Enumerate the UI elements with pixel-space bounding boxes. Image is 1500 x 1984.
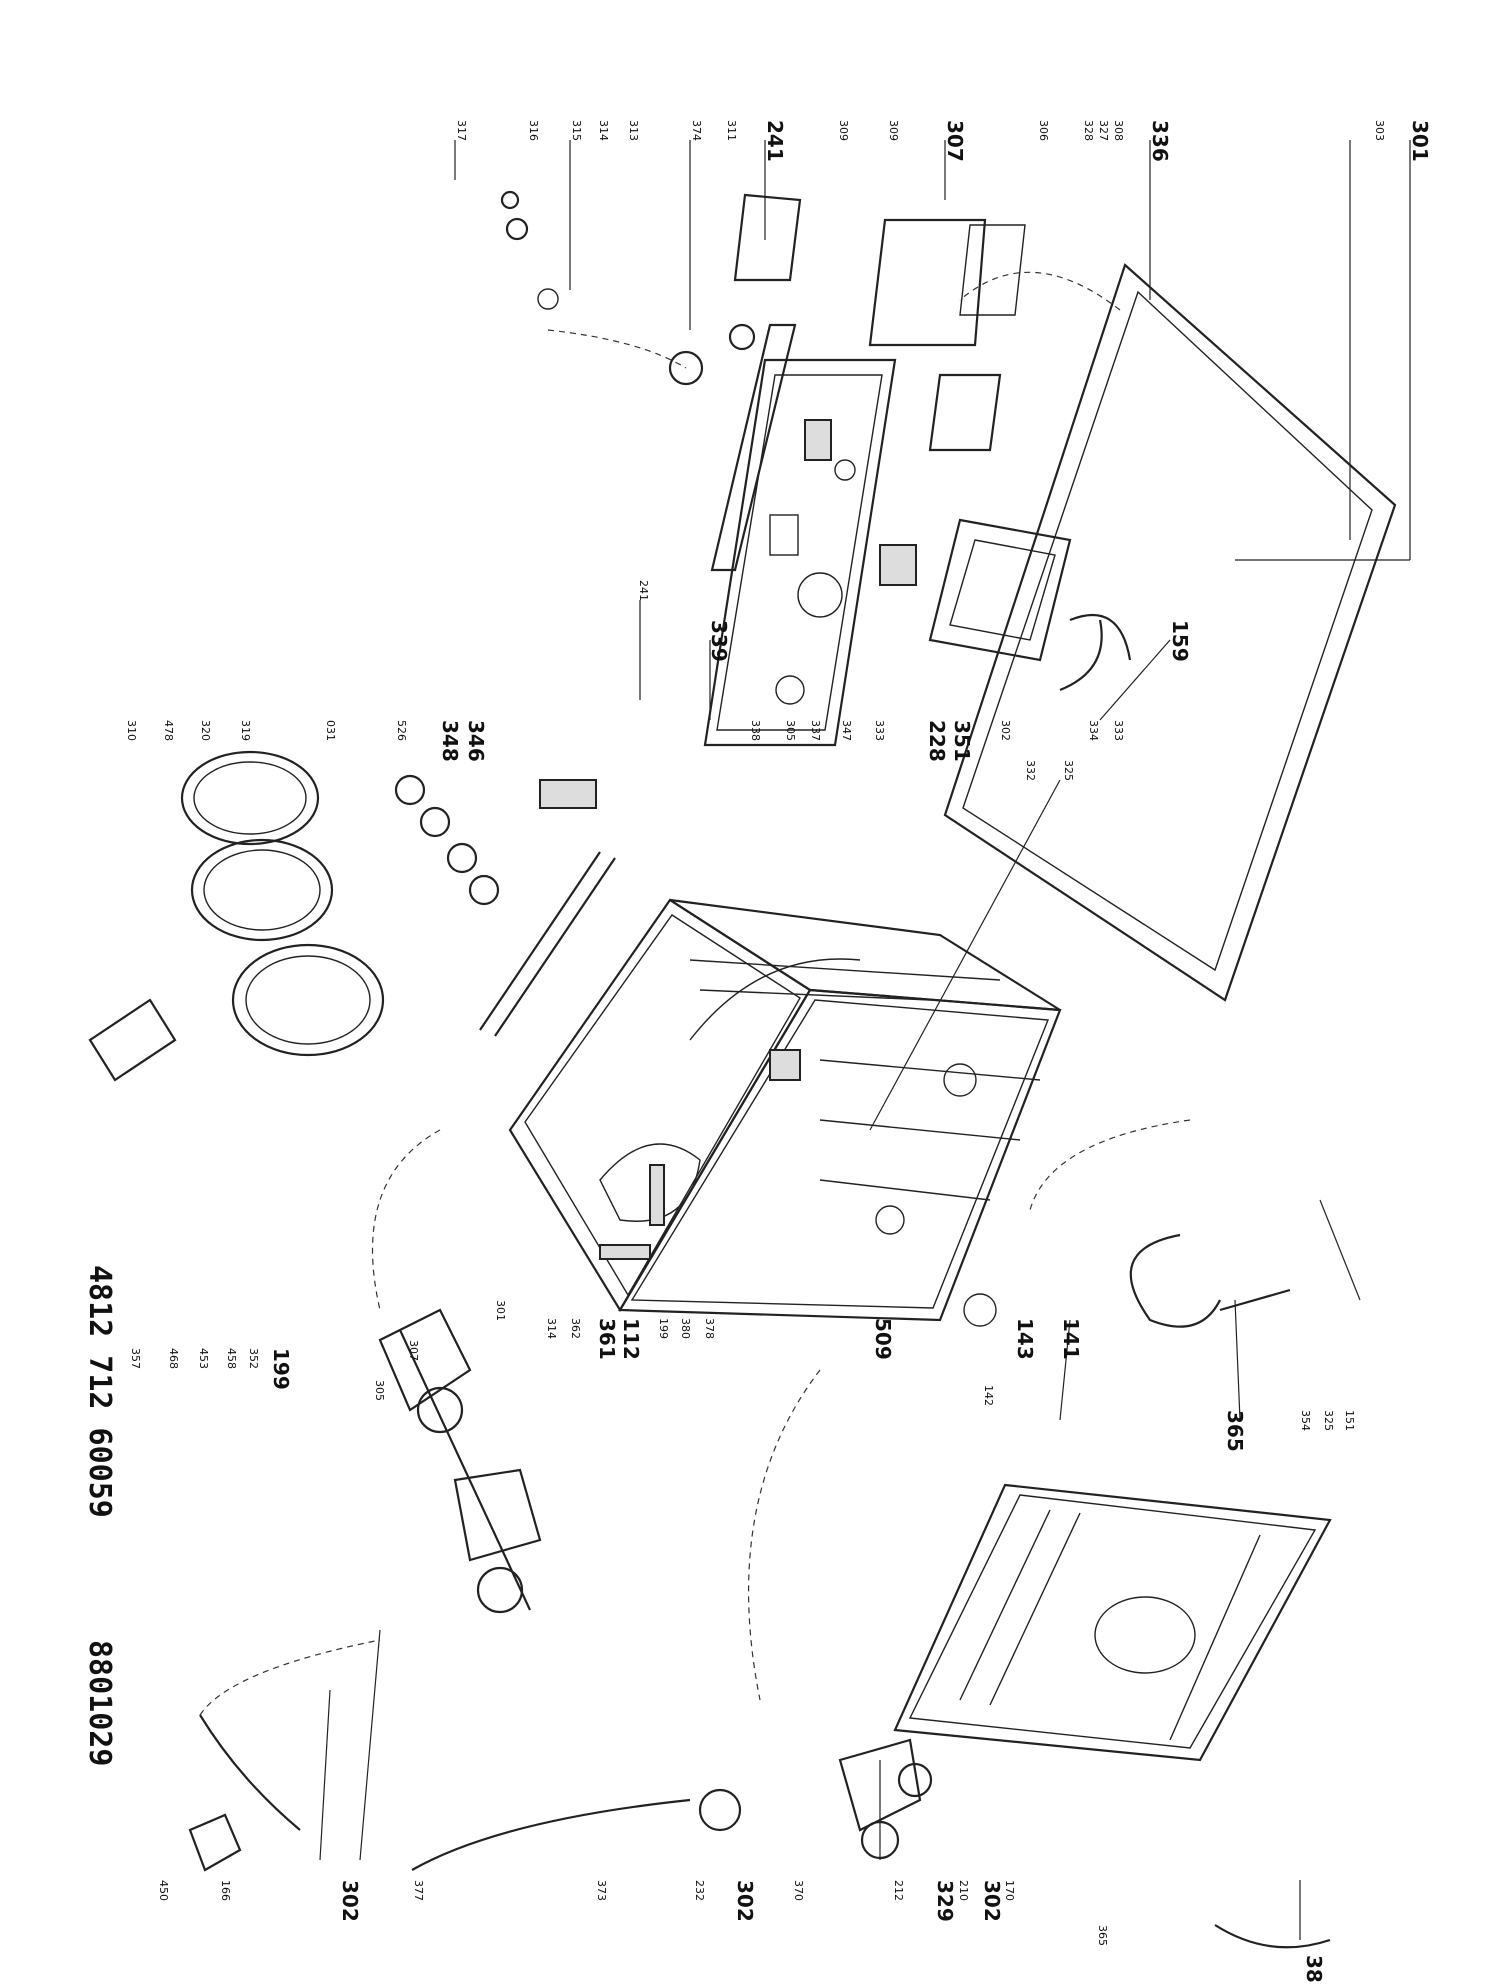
callout-label: 337 — [809, 720, 822, 741]
callout-label: 388 — [1302, 1955, 1326, 1984]
callout-label: 346 — [464, 720, 488, 762]
callout-label: 526 — [395, 720, 408, 741]
document-identifiers: 4812 712 60059 8801029 — [82, 1265, 117, 1766]
callout-label: 199 — [657, 1318, 670, 1339]
callout-label: 314 — [597, 120, 610, 141]
callout-label: 333 — [1112, 720, 1125, 741]
callout-label: 468 — [167, 1348, 180, 1369]
callout-label: 328 — [1082, 120, 1095, 141]
callout-label: 325 — [1322, 1410, 1335, 1431]
callout-labels: 301 303 336 308 327 328 306 307 309 309 … — [125, 120, 1432, 1984]
control-panel — [703, 323, 897, 747]
callout-label: 166 — [219, 1880, 232, 1901]
hinge-parts — [394, 774, 616, 1037]
callout-label: 453 — [197, 1348, 210, 1369]
callout-label: 339 — [707, 620, 731, 662]
callout-label: 361 — [595, 1318, 619, 1360]
callout-label: 348 — [438, 720, 462, 762]
callout-label: 308 — [1112, 120, 1125, 141]
callout-label: 325 — [1062, 760, 1075, 781]
callout-label: 316 — [527, 120, 540, 141]
callout-label: 310 — [125, 720, 138, 741]
cabinet-frame — [508, 898, 1062, 1327]
callout-label: 334 — [1087, 720, 1100, 741]
callout-label: 311 — [725, 120, 738, 141]
callout-label: 336 — [1148, 120, 1172, 162]
callout-label: 112 — [619, 1318, 643, 1360]
callout-label: 347 — [840, 720, 853, 741]
callout-label: 159 — [1168, 620, 1192, 662]
callout-label: 143 — [1013, 1318, 1037, 1360]
callout-label: 450 — [157, 1880, 170, 1901]
motor-pump — [188, 1308, 933, 1872]
callout-label: 228 — [925, 720, 949, 762]
callout-label: 378 — [703, 1318, 716, 1339]
callout-label: 357 — [129, 1348, 142, 1369]
callout-label: 458 — [225, 1348, 238, 1369]
callout-label: 170 — [1003, 1880, 1016, 1901]
leader-lines — [319, 140, 1411, 1940]
callout-label: 313 — [627, 120, 640, 141]
dispenser-drawer — [879, 518, 1132, 692]
callout-label: 315 — [570, 120, 583, 141]
callout-label: 370 — [792, 1880, 805, 1901]
callout-label: 329 — [933, 1880, 957, 1922]
callout-label: 380 — [679, 1318, 692, 1339]
callout-label: 327 — [1097, 120, 1110, 141]
callout-label: 332 — [1024, 760, 1037, 781]
display-parts — [733, 193, 1026, 452]
callout-label: 351 — [950, 720, 974, 762]
callout-label: 365 — [1096, 1925, 1109, 1946]
callout-label: 031 — [324, 720, 337, 741]
parts-drawing — [88, 140, 1411, 1949]
callout-label: 306 — [1037, 120, 1050, 141]
callout-label: 478 — [162, 720, 175, 741]
door-assembly — [88, 750, 385, 1082]
callout-label: 301 — [1408, 120, 1432, 162]
callout-label: 377 — [412, 1880, 425, 1901]
callout-label: 373 — [595, 1880, 608, 1901]
callout-label: 314 — [545, 1318, 558, 1339]
callout-label: 352 — [247, 1348, 260, 1369]
callout-label: 305 — [784, 720, 797, 741]
callout-label: 320 — [199, 720, 212, 741]
callout-label: 365 — [1223, 1410, 1247, 1452]
callout-label: 309 — [837, 120, 850, 141]
callout-label: 241 — [637, 580, 650, 601]
callout-label: 362 — [569, 1318, 582, 1339]
callout-label: 212 — [892, 1880, 905, 1901]
back-panel — [893, 1483, 1332, 1762]
hoses — [199, 1233, 1331, 1949]
part-number-identifier: 4812 712 60059 — [82, 1265, 117, 1518]
callout-label: 210 — [957, 1880, 970, 1901]
callout-label: 302 — [999, 720, 1012, 741]
callout-label: 309 — [887, 120, 900, 141]
callout-label: 319 — [239, 720, 252, 741]
callout-label: 307 — [407, 1340, 420, 1361]
callout-label: 141 — [1059, 1318, 1083, 1360]
callout-label: 241 — [763, 120, 787, 162]
callout-label: 199 — [269, 1348, 293, 1390]
top-lid — [943, 263, 1397, 1002]
callout-label: 302 — [733, 1880, 757, 1922]
callout-label: 509 — [871, 1318, 895, 1360]
knobs — [500, 190, 756, 386]
callout-label: 317 — [455, 120, 468, 141]
callout-label: 333 — [873, 720, 886, 741]
callout-label: 305 — [373, 1380, 386, 1401]
callout-label: 232 — [693, 1880, 706, 1901]
callout-label: 374 — [690, 120, 703, 141]
callout-label: 302 — [980, 1880, 1004, 1922]
assembly-lines — [199, 271, 1191, 1716]
callout-label: 303 — [1373, 120, 1386, 141]
diagram-code-identifier: 8801029 — [82, 1640, 117, 1766]
callout-label: 338 — [749, 720, 762, 741]
callout-label: 302 — [338, 1880, 362, 1922]
callout-label: 354 — [1299, 1410, 1312, 1431]
callout-label: 151 — [1343, 1410, 1356, 1431]
callout-label: 142 — [982, 1385, 995, 1406]
callout-label: 307 — [943, 120, 967, 162]
callout-label: 301 — [494, 1300, 507, 1321]
